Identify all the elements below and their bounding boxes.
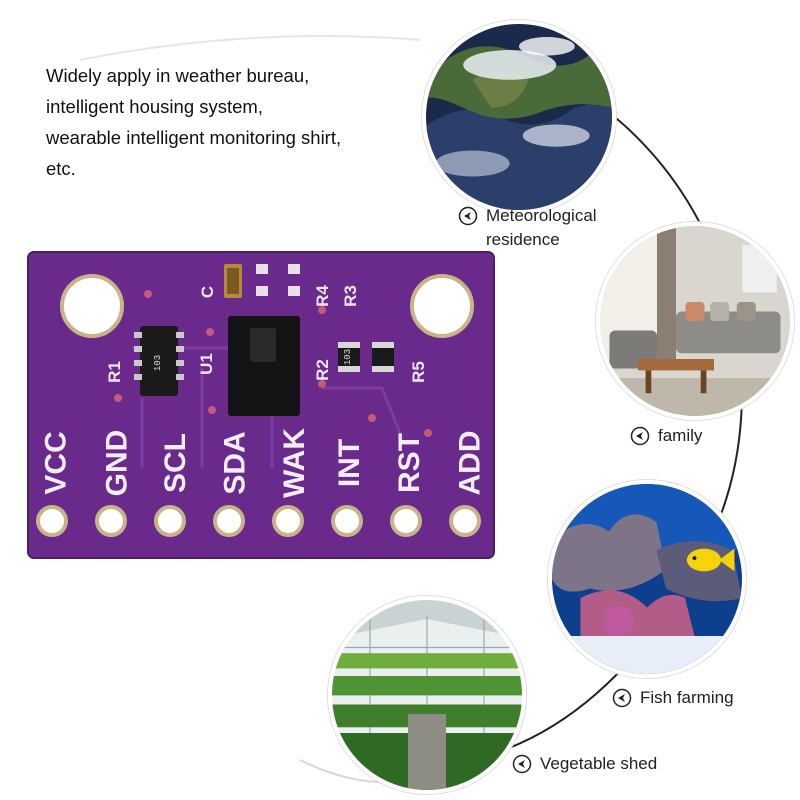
arrow-circle-icon bbox=[512, 754, 532, 774]
meteorological-caption: Meteorological residence bbox=[458, 204, 597, 252]
arrow-circle-icon bbox=[458, 206, 478, 226]
chip-code-r1: 103 bbox=[153, 354, 164, 372]
pin-label-gnd: GND bbox=[100, 429, 134, 497]
silk-r1: R1 bbox=[104, 361, 124, 383]
caption-text: Fish farming bbox=[640, 688, 734, 707]
pin-label-rst: RST bbox=[393, 433, 426, 493]
pin-label-wak: WAK bbox=[278, 428, 311, 498]
pin-label-vcc: VCC bbox=[39, 431, 73, 495]
silk-r5: R5 bbox=[408, 361, 428, 383]
arrow-circle-icon bbox=[612, 688, 632, 708]
vegetable-shed-caption: Vegetable shed bbox=[512, 752, 657, 776]
chip-code-r2: 103 bbox=[343, 348, 354, 366]
arrow-circle-icon bbox=[630, 426, 650, 446]
silk-u1: U1 bbox=[196, 353, 216, 375]
intro-line: intelligent housing system, bbox=[46, 96, 263, 117]
caption-text: Vegetable shed bbox=[540, 754, 658, 773]
intro-line: wearable intelligent monitoring shirt, bbox=[46, 127, 342, 148]
silk-r4: R4 bbox=[312, 285, 332, 307]
caption-text: family bbox=[658, 426, 703, 445]
silk-r2: R2 bbox=[312, 359, 332, 381]
intro-line: Widely apply in weather bureau, bbox=[46, 65, 310, 86]
fish-farming-image bbox=[548, 480, 746, 678]
family-image bbox=[596, 222, 794, 420]
pin-label-scl: SCL bbox=[159, 433, 192, 493]
intro-line: etc. bbox=[46, 158, 76, 179]
sensor-board: VCC GND SCL SDA WAK INT RST ADD R1 U1 C … bbox=[22, 238, 502, 568]
family-caption: family bbox=[630, 424, 702, 448]
fish-farming-caption: Fish farming bbox=[612, 686, 734, 710]
silk-c: C bbox=[198, 285, 218, 299]
caption-text: Meteorological residence bbox=[486, 206, 597, 249]
meteorological-image bbox=[422, 20, 616, 214]
silk-r3: R3 bbox=[340, 285, 360, 307]
pin-label-sda: SDA bbox=[218, 431, 252, 495]
vegetable-shed-image bbox=[328, 596, 526, 794]
pin-label-add: ADD bbox=[453, 430, 487, 496]
board-graphic bbox=[27, 251, 495, 559]
intro-text: Widely apply in weather bureau, intellig… bbox=[46, 60, 426, 184]
pin-label-int: INT bbox=[333, 438, 367, 488]
